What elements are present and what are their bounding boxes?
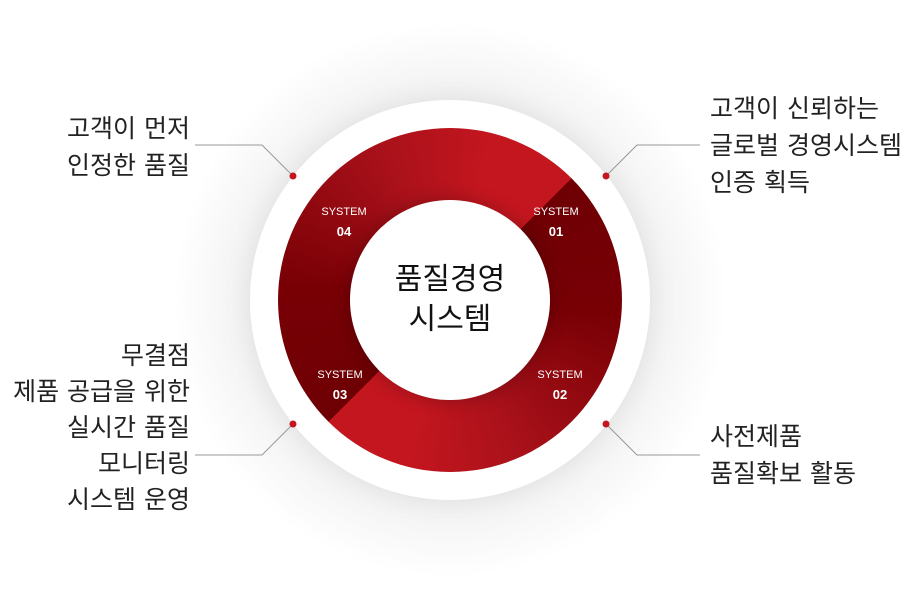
connector-top-right [605, 144, 700, 177]
system-02: SYSTEM 02 [530, 369, 590, 402]
callout-line: 품질확보 활동 [710, 459, 856, 488]
callout-line: 고객이 먼저 [67, 114, 190, 143]
system-01: SYSTEM 01 [526, 206, 586, 239]
callout-bottom-right: 사전제품 품질확보 활동 [710, 418, 856, 492]
system-label: SYSTEM [317, 369, 363, 381]
connector-bottom-right [605, 423, 700, 456]
system-label: SYSTEM [537, 369, 583, 381]
system-number: 02 [552, 387, 568, 402]
connector-top-left [195, 144, 294, 177]
callout-line: 글로벌 경영시스템 [710, 131, 900, 160]
callout-top-left: 고객이 먼저 인정한 품질 [67, 110, 190, 184]
callout-line: 시스템 운영 [67, 485, 190, 514]
dot-bottom-left [289, 420, 297, 428]
center-title-line2: 시스템 [408, 302, 492, 337]
system-04: SYSTEM 04 [314, 206, 374, 239]
callout-line: 사전제품 [710, 422, 803, 451]
callout-line: 모니터링 [97, 449, 190, 478]
system-number: 01 [548, 224, 564, 239]
callout-line: 제품 공급을 위한 [13, 377, 190, 406]
center-title-line1: 품질경영 [394, 262, 506, 297]
callout-line: 무결점 [120, 341, 190, 370]
callout-top-right: 고객이 신뢰하는 글로벌 경영시스템 인증 획득 [710, 90, 900, 201]
callout-line: 고객이 신뢰하는 [710, 94, 879, 123]
callout-line: 실시간 품질 [67, 413, 190, 442]
dot-top-left [289, 172, 297, 180]
dot-bottom-right [602, 420, 610, 428]
callout-line: 인정한 품질 [67, 151, 190, 180]
system-number: 04 [336, 224, 352, 239]
callout-bottom-left: 무결점 제품 공급을 위한 실시간 품질 모니터링 시스템 운영 [13, 338, 190, 518]
callout-line: 인증 획득 [710, 168, 810, 197]
dot-top-right [602, 172, 610, 180]
system-label: SYSTEM [533, 206, 579, 218]
center-circle: 품질경영 시스템 [350, 200, 550, 400]
connector-bottom-left [195, 423, 294, 456]
system-03: SYSTEM 03 [310, 369, 370, 402]
system-label: SYSTEM [321, 206, 367, 218]
system-number: 03 [332, 387, 348, 402]
